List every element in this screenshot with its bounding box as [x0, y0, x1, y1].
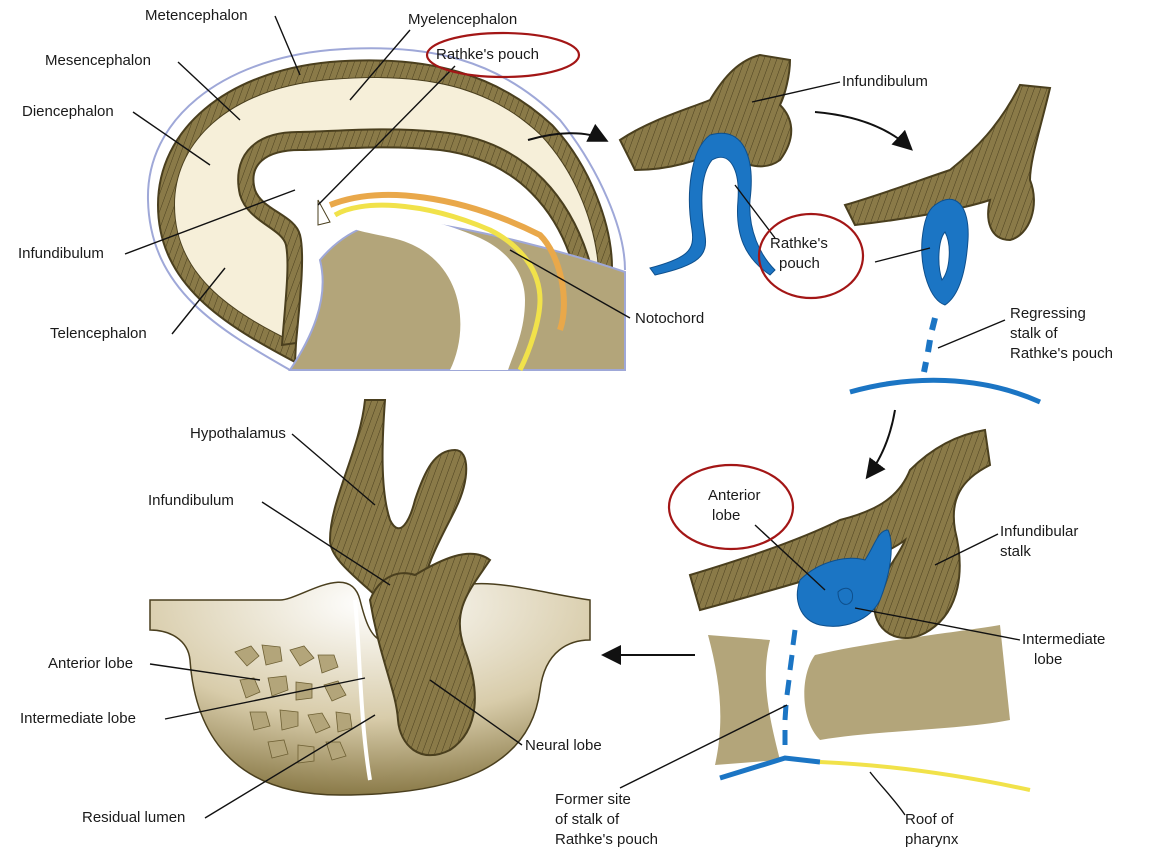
label-rathkes-pouch-2a: Rathke's	[770, 235, 828, 252]
label-former-site-1: Former site	[555, 791, 631, 808]
label-infundibulum-1: Infundibulum	[18, 245, 104, 262]
arrow-stage2-to-stage3	[815, 112, 910, 148]
stage4-bone-left	[708, 635, 780, 765]
label-rathkes-pouch-top: Rathke's pouch	[436, 46, 539, 63]
label-former-site-3: Rathke's pouch	[555, 831, 658, 848]
sella-turcica	[150, 582, 590, 795]
label-infundibular-stalk-2: stalk	[1000, 543, 1031, 560]
stage4-pharynx-yellow	[820, 762, 1030, 790]
label-anterior-lobe-4b: lobe	[712, 507, 740, 524]
arrow-stage3-to-stage4	[868, 410, 895, 476]
label-infundibular-stalk-1: Infundibular	[1000, 523, 1078, 540]
regressing-stalk	[924, 318, 935, 372]
stage1-embryo-section	[148, 48, 625, 370]
label-metencephalon: Metencephalon	[145, 7, 248, 24]
label-former-site-2: of stalk of	[555, 811, 620, 828]
stage3-labels: Regressing stalk of Rathke's pouch	[875, 248, 1113, 362]
label-anterior-lobe-5: Anterior lobe	[48, 655, 133, 672]
label-intermediate-lobe-4a: Intermediate	[1022, 631, 1105, 648]
label-neural-lobe: Neural lobe	[525, 737, 602, 754]
label-intermediate-lobe-4b: lobe	[1034, 651, 1062, 668]
stage4-bone-right	[804, 625, 1010, 740]
label-roof-2: pharynx	[905, 831, 959, 848]
label-regressing-2: stalk of	[1010, 325, 1058, 342]
stage3-pouch	[922, 199, 968, 305]
label-residual-lumen: Residual lumen	[82, 809, 185, 826]
label-regressing-1: Regressing	[1010, 305, 1086, 322]
label-diencephalon: Diencephalon	[22, 103, 114, 120]
stage4-former-stalk	[785, 630, 795, 745]
label-infundibulum-2: Infundibulum	[842, 73, 928, 90]
label-telencephalon: Telencephalon	[50, 325, 147, 342]
stage2-pouch-forming	[620, 55, 791, 275]
label-intermediate-lobe-5: Intermediate lobe	[20, 710, 136, 727]
stage3-pharynx-roof	[850, 380, 1040, 402]
label-regressing-3: Rathke's pouch	[1010, 345, 1113, 362]
label-hypothalamus: Hypothalamus	[190, 425, 286, 442]
label-anterior-lobe-4a: Anterior	[708, 487, 761, 504]
label-infundibulum-3: Infundibulum	[148, 492, 234, 509]
stage4-lobes-forming	[690, 430, 1030, 790]
label-roof-1: Roof of	[905, 811, 954, 828]
label-myelencephalon: Myelencephalon	[408, 11, 517, 28]
label-notochord: Notochord	[635, 310, 704, 327]
label-rathkes-pouch-2b: pouch	[779, 255, 820, 272]
stage5-mature-pituitary	[150, 400, 590, 795]
label-mesencephalon: Mesencephalon	[45, 52, 151, 69]
